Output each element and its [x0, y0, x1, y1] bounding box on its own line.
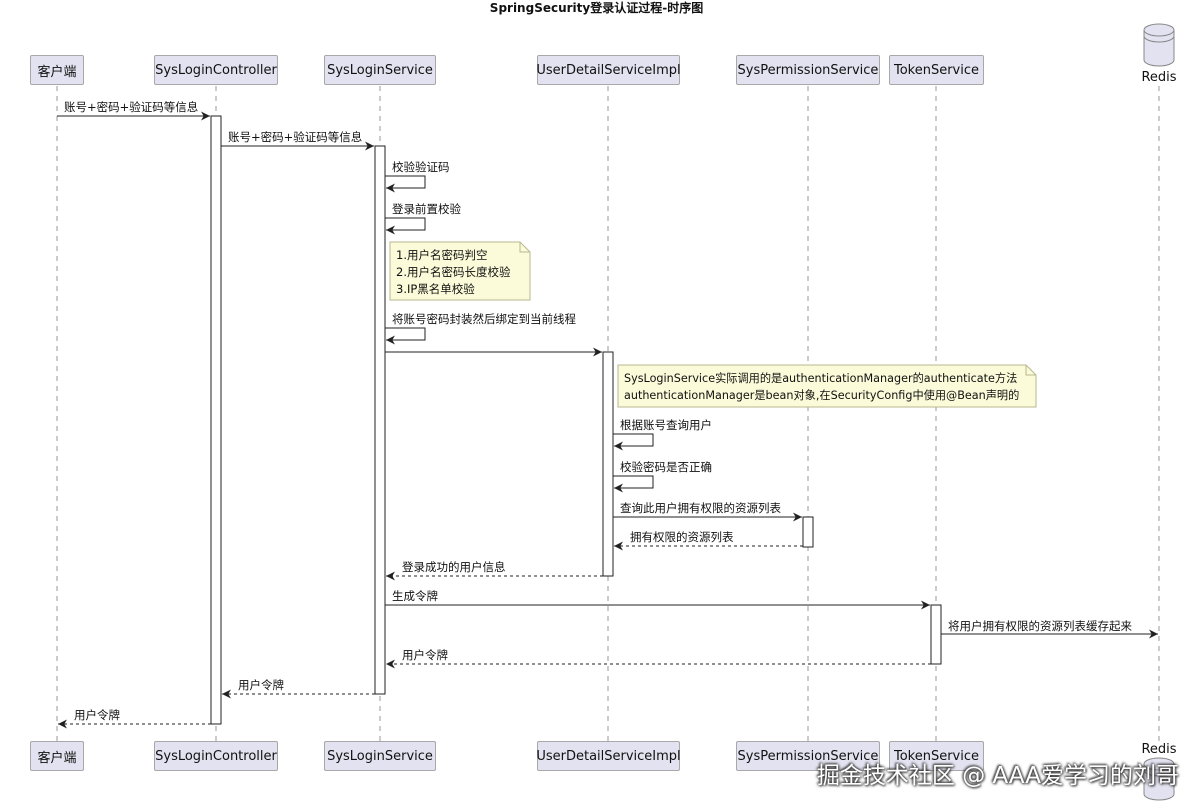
participant-redis-top: Redis — [1141, 70, 1177, 85]
participant-client-top: 客户端 — [30, 55, 84, 85]
participant-token-bottom: TokenService — [889, 741, 984, 771]
message-label-m8: 查询此用户拥有权限的资源列表 — [620, 501, 781, 515]
arrow-m6 — [613, 433, 654, 451]
message-label-m14: 用户令牌 — [238, 678, 284, 692]
message-label-m13: 用户令牌 — [402, 648, 448, 662]
message-label-m15: 用户令牌 — [74, 708, 120, 722]
participant-client-bottom: 客户端 — [30, 741, 84, 771]
message-label-m5: 将账号密码封装然后绑定到当前线程 — [392, 312, 576, 326]
note-auth-line: authenticationManager是bean对象,在SecurityCo… — [624, 389, 1020, 402]
participant-service-bottom: SysLoginService — [324, 741, 436, 771]
message-label-m2: 账号+密码+验证码等信息 — [228, 130, 363, 144]
activation-permission — [802, 516, 814, 548]
arrow-m7 — [613, 475, 654, 493]
note-auth: SysLoginService实际调用的是authenticationManag… — [619, 368, 1025, 406]
message-label-m3: 校验验证码 — [392, 160, 450, 174]
message-label-m12: 将用户拥有权限的资源列表缓存起来 — [948, 619, 1132, 633]
activation-userdetail — [602, 351, 614, 577]
note-auth-shape — [617, 364, 1037, 408]
arrows — [57, 111, 1158, 639]
participant-permission-top: SysPermissionService — [736, 55, 880, 85]
message-label-m4: 登录前置校验 — [392, 202, 461, 216]
message-label-m10: 登录成功的用户信息 — [402, 560, 506, 574]
activation-controller — [210, 115, 222, 725]
message-label-m11: 生成令牌 — [392, 589, 438, 603]
activation-service — [374, 145, 386, 695]
participant-userdetail-top: UserDetailServiceImpl — [536, 55, 681, 85]
database-icon — [1143, 757, 1175, 801]
participant-redis-bottom: Redis — [1141, 742, 1177, 757]
note-precheck-shape — [389, 241, 531, 301]
message-label-m9: 拥有权限的资源列表 — [630, 530, 734, 544]
message-label-m1: 账号+密码+验证码等信息 — [64, 100, 199, 114]
arrow-m5 — [385, 327, 426, 345]
note-auth-line: SysLoginService实际调用的是authenticationManag… — [624, 372, 1018, 385]
database-icon — [1143, 23, 1175, 67]
arrow-m4 — [385, 217, 426, 235]
return-arrows — [58, 541, 931, 729]
note-precheck-line: 3.IP黑名单校验 — [396, 282, 475, 296]
participant-token-top: TokenService — [889, 55, 984, 85]
participant-controller-bottom: SysLoginController — [154, 741, 278, 771]
note-precheck: 1.用户名密码判空 2.用户名密码长度校验 3.IP黑名单校验 — [391, 244, 519, 301]
note-precheck-line: 1.用户名密码判空 — [396, 248, 488, 262]
message-label-m7: 校验密码是否正确 — [620, 460, 712, 474]
participant-permission-bottom: SysPermissionService — [736, 741, 880, 771]
arrow-m3 — [385, 175, 426, 193]
note-shapes — [389, 241, 1037, 408]
participant-userdetail-bottom: UserDetailServiceImpl — [536, 741, 681, 771]
message-label-m6: 根据账号查询用户 — [620, 418, 712, 432]
participant-controller-top: SysLoginController — [154, 55, 278, 85]
participant-service-top: SysLoginService — [324, 55, 436, 85]
diagram-title: SpringSecurity登录认证过程-时序图 — [489, 1, 704, 15]
watermark: 掘金技术社区 @ AAA爱学习的刘哥 — [816, 763, 1179, 789]
activations — [210, 115, 942, 725]
redis-icons — [1143, 23, 1175, 801]
note-precheck-line: 2.用户名密码长度校验 — [396, 265, 511, 279]
activation-token — [930, 604, 942, 665]
